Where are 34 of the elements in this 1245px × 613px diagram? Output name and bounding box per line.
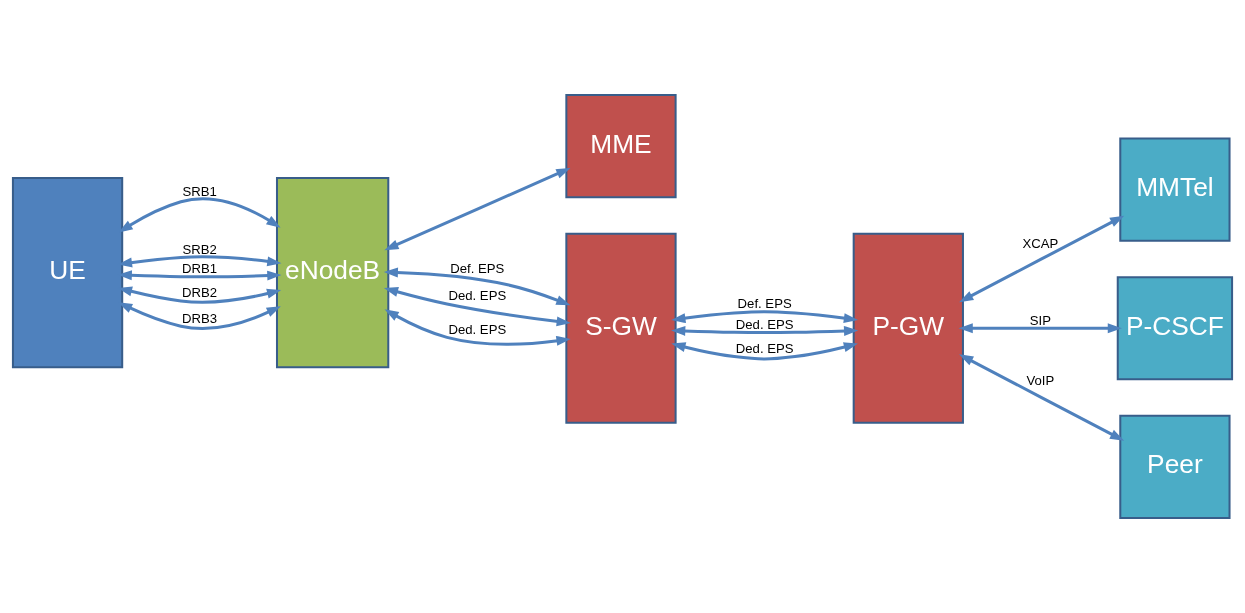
arrow [959,354,1125,441]
arrow [383,287,571,327]
node-box: MMTel [1119,137,1231,242]
arrow [959,215,1125,303]
node-box: P-CSCF [1116,276,1234,381]
node-box: Peer [1119,414,1231,519]
edge-label: Ded. EPS [448,288,507,304]
edge-label: VoIP [1026,373,1055,389]
edge-label: DRB3 [182,310,218,326]
node-box: eNodeB [276,177,390,369]
edge-label: SRB2 [182,241,217,257]
node-box: S-GW [565,232,677,424]
edge-label: SIP [1029,312,1051,328]
edge-label: DRB1 [182,261,218,277]
edge-label: Def. EPS [450,261,505,277]
arrow [383,267,571,306]
node-box: MME [565,94,677,199]
arrow [671,342,858,361]
arrow [118,197,281,233]
node-box: UE [11,177,124,369]
edge-label: DRB2 [182,285,218,301]
arrow [384,168,571,251]
node-box: P-GW [852,232,964,424]
edge-label: Ded. EPS [735,316,794,332]
arrow [671,310,859,324]
arrow [384,309,571,346]
edge-label: Ded. EPS [735,340,794,356]
edge-label: Ded. EPS [448,321,507,337]
edge-label: XCAP [1022,235,1059,251]
edge-label: Def. EPS [737,296,792,312]
edge-label: SRB1 [182,184,217,200]
arrow [958,323,1122,334]
arrow [671,325,859,336]
arrow [118,302,281,331]
